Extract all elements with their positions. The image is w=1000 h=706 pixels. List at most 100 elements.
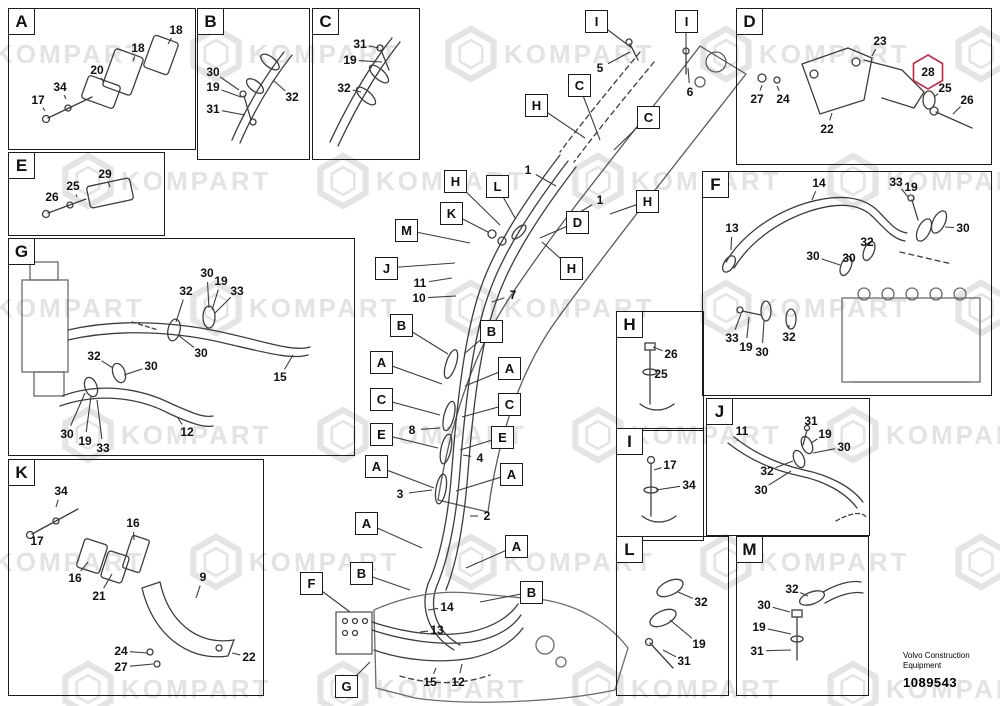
part-number-label: 19	[739, 340, 753, 354]
part-number-label: 4	[476, 451, 484, 465]
leader-line	[762, 320, 765, 344]
panel-a-box	[8, 8, 196, 150]
panel-g-label: G	[8, 238, 35, 265]
part-number-label: 33	[96, 441, 110, 455]
part-number-label: 26	[664, 347, 678, 361]
panel-k-drawing	[25, 508, 235, 668]
callout-b: B	[520, 581, 543, 604]
leader-line	[459, 663, 463, 674]
part-number-label: 17	[31, 93, 45, 107]
part-number-label: 20	[90, 63, 104, 77]
panel-l-box	[616, 536, 729, 696]
leader-line	[810, 438, 818, 444]
part-number-label: 30	[206, 65, 220, 79]
panel-h-drawing	[639, 342, 675, 411]
callout-i: I	[585, 10, 608, 33]
part-number-label: 30	[806, 249, 820, 263]
part-number-label: 19	[343, 53, 357, 67]
part-number-label: 11	[735, 424, 749, 438]
part-number-label: 16	[126, 516, 140, 530]
leader-line	[768, 470, 792, 486]
part-number-label: 32	[785, 582, 799, 596]
part-number-label: 27	[750, 92, 764, 106]
part-number-label: 30	[60, 427, 74, 441]
part-number-label: 8	[408, 423, 416, 437]
callout-e: E	[491, 426, 514, 449]
callout-m: M	[395, 219, 418, 242]
leader-line	[811, 191, 817, 201]
panel-m-drawing	[790, 580, 864, 661]
leader-line	[358, 60, 383, 63]
part-number-label: 13	[430, 623, 444, 637]
leader-line	[730, 236, 733, 251]
leader-line	[231, 652, 241, 656]
part-number-label: 34	[54, 484, 68, 498]
panel-f-box	[702, 171, 992, 396]
part-number-label: 32	[87, 349, 101, 363]
part-number-label: 32	[860, 235, 874, 249]
part-number-label: 14	[440, 600, 454, 614]
part-number-label: 31	[677, 654, 691, 668]
callout-c: C	[370, 388, 393, 411]
leader-line	[912, 195, 915, 201]
part-number-label: 33	[230, 284, 244, 298]
callout-f: F	[300, 572, 323, 595]
part-number-label: 25	[66, 179, 80, 193]
part-number-label: 19	[904, 180, 918, 194]
leader-line	[368, 45, 380, 49]
leader-line	[800, 592, 809, 597]
leader-line	[607, 51, 631, 65]
part-number-label: 27	[114, 660, 128, 674]
part-number-label: 26	[45, 190, 59, 204]
panel-i-box	[616, 428, 704, 541]
part-number-label: 6	[686, 85, 694, 99]
part-number-label: 23	[873, 34, 887, 48]
part-number-label: 16	[68, 571, 82, 585]
part-number-label: 25	[654, 367, 668, 381]
part-number-label: 15	[423, 675, 437, 689]
part-number-label: 19	[752, 620, 766, 634]
leader-line	[952, 105, 962, 115]
panel-b-label: B	[197, 8, 224, 35]
callout-j: J	[375, 257, 398, 280]
part-number-label: 31	[353, 37, 367, 51]
callout-a: A	[370, 351, 393, 374]
leader-line	[669, 619, 693, 639]
highlighted-part-number-hexagon: 28	[912, 54, 944, 90]
callout-b: B	[390, 314, 413, 337]
leader-line	[221, 89, 242, 98]
part-number-label: 32	[694, 595, 708, 609]
part-number-label: 19	[214, 274, 228, 288]
part-number-label: 31	[750, 644, 764, 658]
panel-h-box	[616, 311, 704, 431]
leader-line	[80, 561, 89, 572]
part-number-label: 32	[782, 330, 796, 344]
callout-a: A	[500, 463, 523, 486]
leader-line	[677, 591, 693, 599]
leader-line	[653, 467, 662, 471]
leader-line	[767, 628, 792, 635]
leader-line	[221, 110, 246, 116]
callout-g: G	[335, 675, 358, 698]
callout-k: K	[440, 202, 463, 225]
callout-l: L	[486, 175, 509, 198]
part-number-label: 1	[524, 163, 532, 177]
leader-line	[776, 85, 780, 92]
part-number-label: 30	[837, 440, 851, 454]
callout-c: C	[568, 74, 591, 97]
part-number-label: 34	[53, 80, 67, 94]
part-number-label: 7	[509, 288, 517, 302]
leader-line	[901, 188, 909, 198]
callout-a: A	[498, 357, 521, 380]
leader-line	[687, 67, 690, 84]
part-number-label: 12	[451, 675, 465, 689]
leader-line	[284, 354, 294, 370]
panel-b-drawing	[231, 51, 293, 144]
part-number-label: 3	[396, 487, 404, 501]
leader-line	[272, 79, 286, 92]
callout-h: H	[560, 257, 583, 280]
part-number-label: 29	[98, 167, 112, 181]
leader-line	[103, 573, 113, 589]
part-number-label: 9	[199, 570, 207, 584]
part-number-label: 21	[92, 589, 106, 603]
